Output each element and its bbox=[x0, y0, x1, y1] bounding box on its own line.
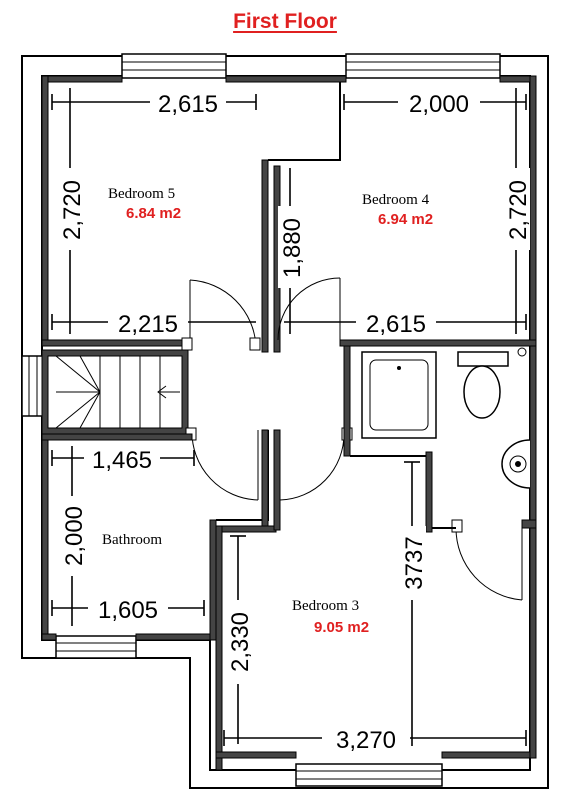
door-ensuite bbox=[451, 519, 523, 601]
dim-bathroom-top: 1,465 bbox=[92, 447, 152, 474]
door-bedroom-3 bbox=[279, 427, 353, 501]
toilet-icon bbox=[457, 351, 509, 419]
dim-bedroom4-width: 2,000 bbox=[409, 91, 469, 118]
window-bathroom bbox=[55, 635, 137, 659]
fixture-dot bbox=[517, 347, 527, 357]
sink-icon bbox=[501, 439, 531, 489]
area-bedroom-3: 9.05 m2 bbox=[314, 619, 369, 636]
dim-bedroom4-depth: 2,720 bbox=[505, 180, 532, 240]
dim-bathroom-bottom: 1,605 bbox=[98, 597, 158, 624]
stairs bbox=[41, 349, 189, 435]
dim-bedroom3-depth: 2,330 bbox=[227, 612, 254, 672]
room-bedroom-5: Bedroom 5 bbox=[108, 186, 175, 202]
door-bedroom-5 bbox=[181, 279, 261, 351]
door-bedroom-4 bbox=[277, 277, 341, 346]
dim-bedroom5-width: 2,615 bbox=[158, 91, 218, 118]
dim-bedroom3-width: 3,270 bbox=[336, 727, 396, 754]
outer-wall bbox=[21, 55, 549, 789]
dim-bedroom5-depth: 2,720 bbox=[59, 180, 86, 240]
page-title: First Floor bbox=[233, 10, 337, 33]
dim-bathroom-depth: 2,000 bbox=[61, 506, 88, 566]
shower-tray bbox=[361, 351, 437, 439]
dim-bedroom4-bottom: 2,615 bbox=[366, 311, 426, 338]
room-bedroom-3: Bedroom 3 bbox=[292, 598, 359, 614]
bedroom-5-walls bbox=[41, 75, 347, 353]
area-bedroom-4: 6.94 m2 bbox=[378, 211, 433, 228]
window-bottom bbox=[295, 763, 443, 787]
room-bedroom-4: Bedroom 4 bbox=[362, 192, 430, 208]
bathroom-walls bbox=[41, 429, 269, 641]
bedroom-3-walls bbox=[215, 345, 537, 771]
area-bedroom-5: 6.84 m2 bbox=[126, 205, 181, 222]
dim-bedroom3-height: 3737 bbox=[401, 536, 428, 589]
door-bathroom bbox=[185, 427, 259, 501]
dim-bedroom5-bottom: 2,215 bbox=[118, 311, 178, 338]
window-top-right bbox=[345, 53, 501, 79]
room-bathroom: Bathroom bbox=[102, 532, 162, 548]
window-top-left bbox=[121, 53, 227, 79]
dim-closet-depth: 1,880 bbox=[279, 218, 306, 278]
window-left-stairs bbox=[21, 355, 45, 417]
